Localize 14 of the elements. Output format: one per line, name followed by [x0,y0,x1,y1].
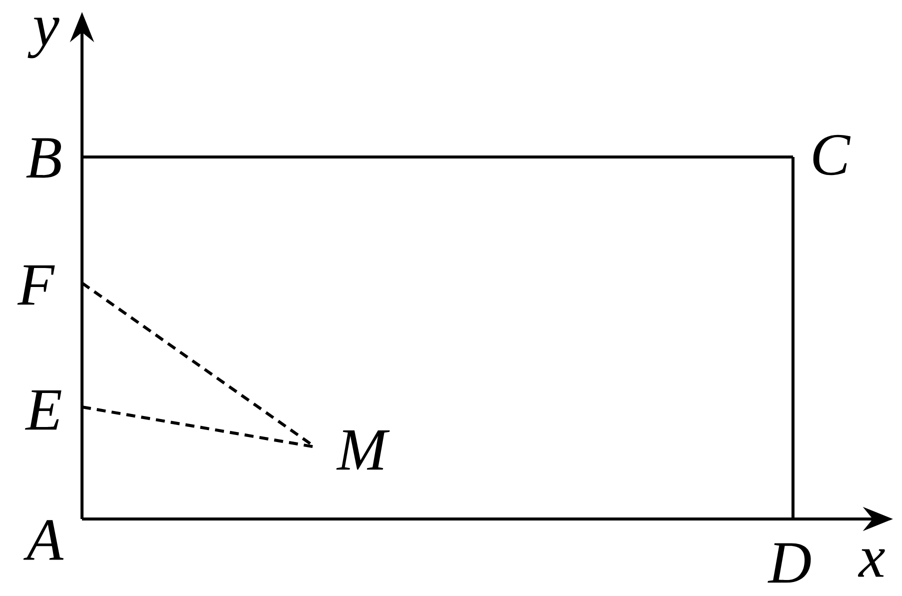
point-label: C [813,134,851,176]
point-label: M [336,430,390,470]
point-label: E [24,390,62,430]
axis-label: x [858,549,885,577]
point-label: A [23,520,64,560]
point-label: B [26,138,62,178]
line-segment [82,517,793,520]
point-label: F [17,265,55,305]
line-segment [82,156,793,158]
line-segment [792,157,794,519]
line-segment [80,157,84,519]
line-segment [82,406,316,448]
point-label: D [768,543,811,583]
axis-label: y [28,18,60,58]
